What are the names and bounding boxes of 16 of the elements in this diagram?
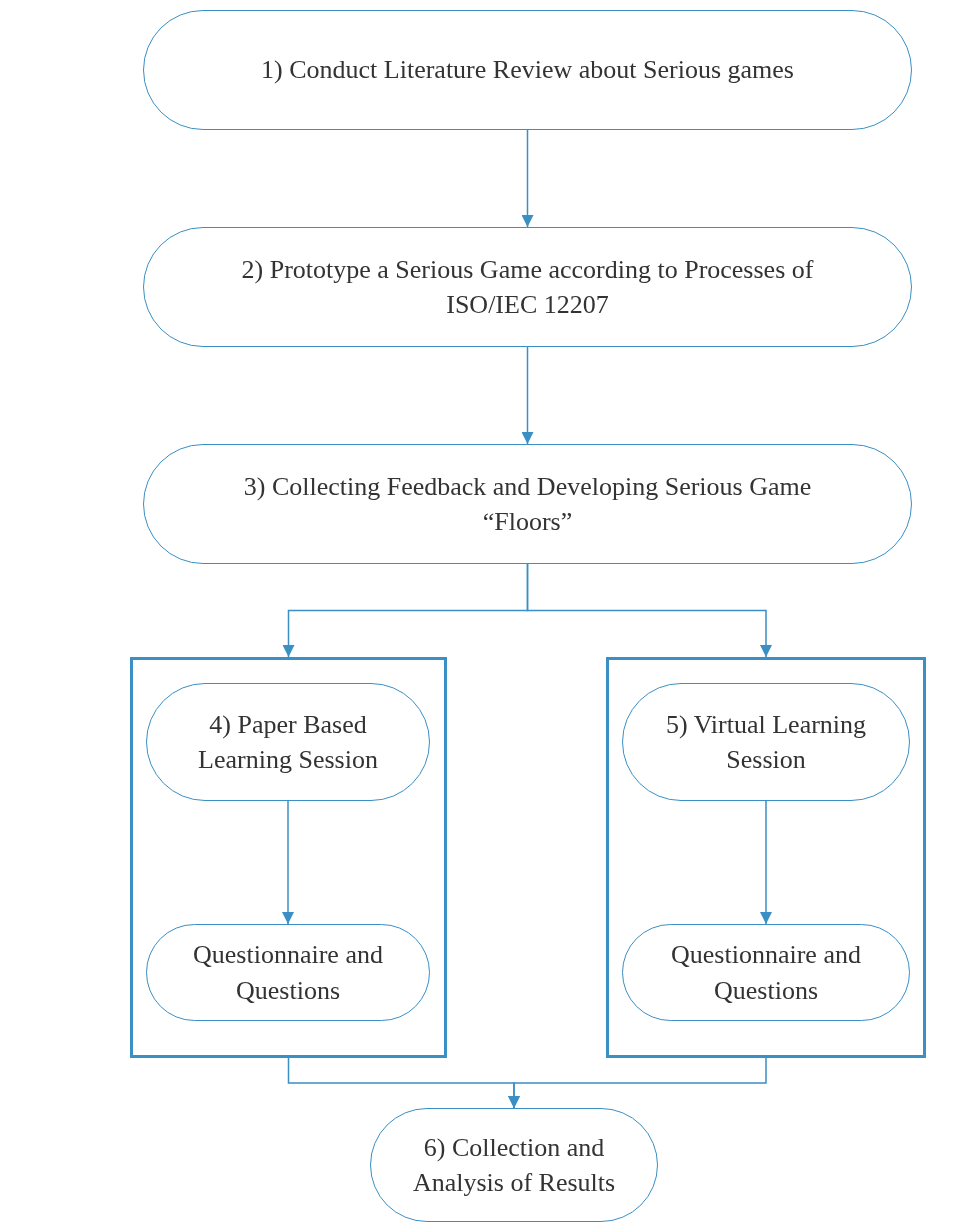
arrow [282,800,294,925]
step-text: 5) Virtual Learning Session [664,708,868,776]
step-text: 2) Prototype a Serious Game according to Processes of ISO/IEC 12207 [240,253,815,321]
step-text: Questionnaire and Questions [192,939,384,1007]
step-text: 1) Conduct Literature Review about Serious games [261,54,794,87]
arrow [521,129,534,228]
step-text: Questionnaire and Questions [670,939,862,1007]
step-text: 3) Collecting Feedback and Developing Serious Game “Floors” [242,470,813,538]
group-frame [130,657,447,1058]
arrow [526,563,772,658]
step-text: 6) Collection and Analysis of Results [411,1131,617,1199]
arrow [521,346,534,445]
arrow [760,800,772,925]
step-text: 4) Paper Based Learning Session [197,708,379,776]
arrow [508,1057,767,1109]
group-frame [606,657,926,1058]
